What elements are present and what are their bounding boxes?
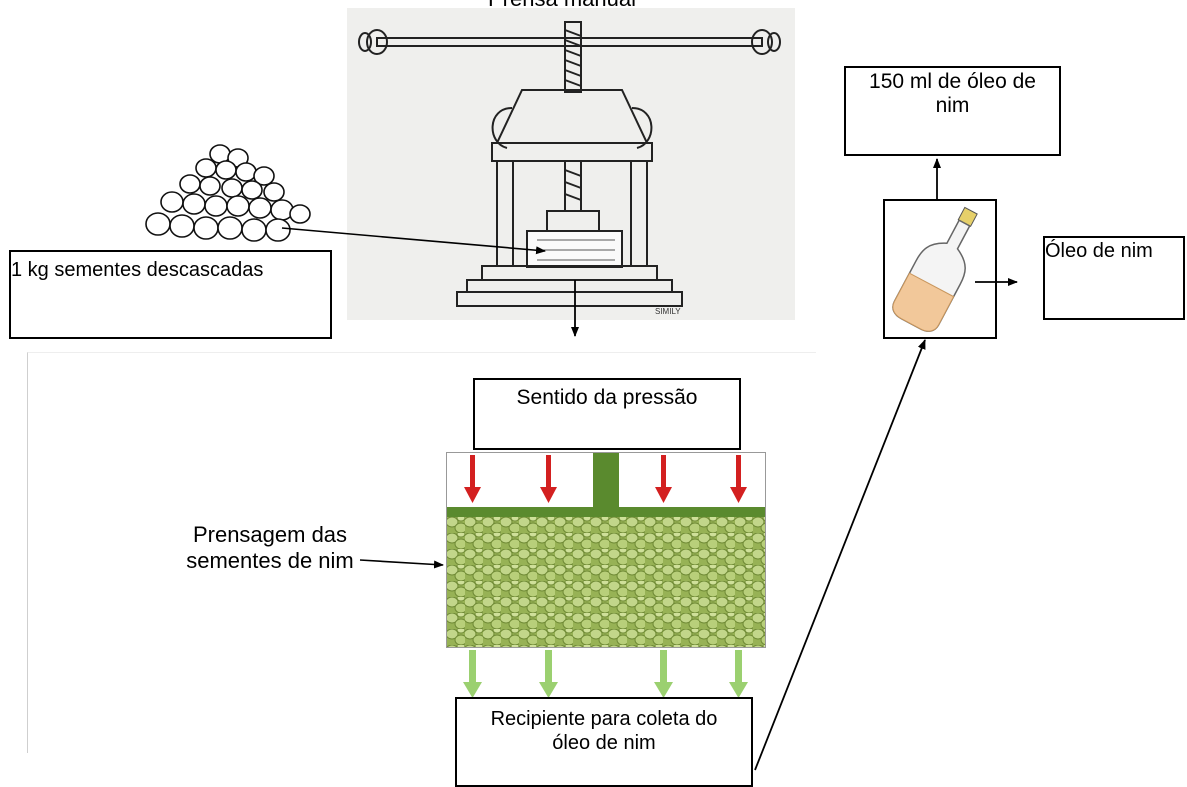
container-label-box: Recipiente para coleta do óleo de nim — [455, 697, 753, 787]
press-chamber — [446, 452, 766, 648]
manual-press-illustration: SIMILY — [347, 8, 795, 320]
bottle-oil — [892, 272, 955, 332]
pressing-panel — [27, 352, 816, 753]
seed-pile-illustration — [140, 140, 320, 250]
pressing-label-line2: sementes de nim — [186, 548, 354, 573]
pressure-label-box: Sentido da pressão — [473, 378, 741, 450]
sketch-signature: SIMILY — [655, 307, 681, 316]
yield-label-box: 150 ml de óleo de nim — [844, 66, 1061, 156]
oil-bottle-box — [883, 199, 997, 339]
pressing-label-line1: Prensagem das — [192, 522, 348, 547]
press-piston — [593, 453, 619, 513]
seeds-label: 1 kg sementes descascadas — [11, 259, 264, 281]
yield-label: 150 ml de óleo de nim — [846, 70, 1059, 118]
press-plate — [447, 507, 765, 517]
pressure-arrows — [464, 455, 747, 503]
oil-bottle-drawing — [892, 206, 978, 332]
yield-label-line1: 150 ml de óleo de — [869, 70, 1036, 93]
seeds-label-box: 1 kg sementes descascadas — [9, 250, 332, 339]
neem-seed-mass — [447, 517, 765, 647]
oil-label-box: Óleo de nim — [1043, 236, 1185, 320]
pressure-label: Sentido da pressão — [516, 386, 698, 409]
oil-flow-drawing — [463, 650, 748, 698]
container-to-bottle-arrow — [754, 339, 926, 771]
container-label-line1: Recipiente para coleta do — [490, 708, 718, 730]
yield-label-line2: nim — [935, 94, 970, 117]
pressing-label-arrow — [359, 559, 444, 569]
container-label-line2: óleo de nim — [552, 732, 656, 754]
container-label: Recipiente para coleta do óleo de nim — [457, 707, 751, 755]
seed-pile-drawing — [145, 144, 311, 242]
oil-label: Óleo de nim — [1045, 240, 1153, 262]
pressing-label: Prensagem das sementes de nim — [140, 522, 400, 574]
press-title: Prensa manual — [488, 0, 636, 12]
seeds-to-press-arrow — [281, 227, 546, 255]
press-chamber-drawing — [447, 453, 765, 647]
oil-flow-arrows — [446, 648, 766, 700]
